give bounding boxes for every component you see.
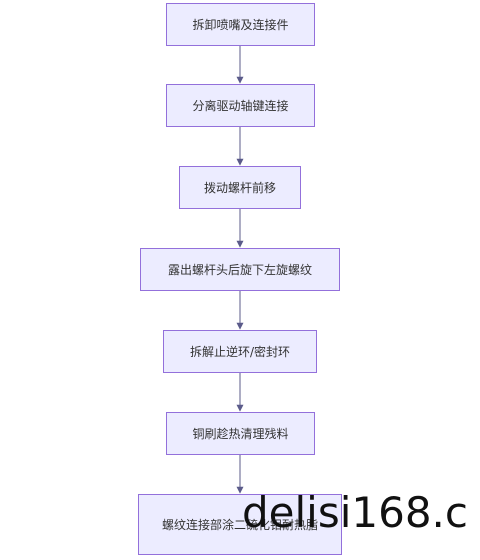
step-node-remove-check-ring: 拆解止逆环/密封环 [163,330,317,373]
step-node-push-screw-forward: 拨动螺杆前移 [179,166,301,209]
step-label: 分离驱动轴键连接 [192,98,289,113]
step-node-unscrew-left-thread: 露出螺杆头后旋下左旋螺纹 [140,248,340,291]
step-node-remove-nozzle: 拆卸喷嘴及连接件 [166,3,315,46]
step-label: 螺纹连接部涂二硫化钼耐热脂 [161,517,318,532]
step-node-separate-drive-shaft: 分离驱动轴键连接 [166,84,315,127]
watermark-text: delisi168.c [242,488,468,537]
step-node-brush-clean: 铜刷趁热清理残料 [166,412,315,455]
step-label: 露出螺杆头后旋下左旋螺纹 [167,262,312,277]
step-label: 拆解止逆环/密封环 [189,344,291,359]
step-label: 铜刷趁热清理残料 [192,426,289,441]
step-node-apply-grease: 螺纹连接部涂二硫化钼耐热脂 [138,494,342,555]
step-label: 拨动螺杆前移 [203,180,276,195]
step-label: 拆卸喷嘴及连接件 [192,17,289,32]
